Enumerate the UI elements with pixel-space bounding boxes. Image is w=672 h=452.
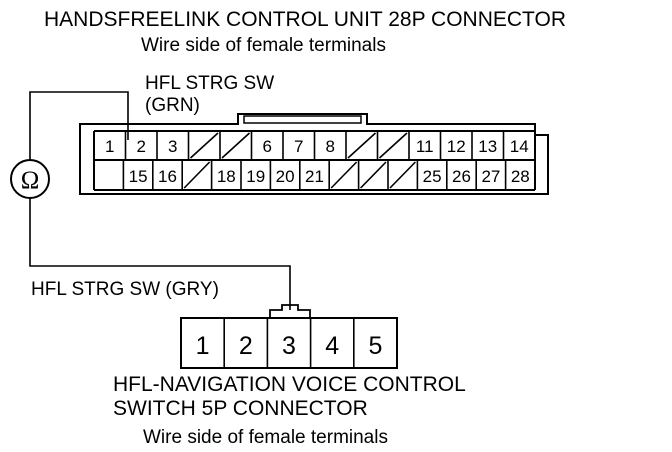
connector-5p-housing [180, 304, 398, 369]
pin-5p-3: 3 [282, 332, 296, 360]
pin-12: 12 [447, 137, 466, 156]
pin-2: 2 [137, 137, 146, 156]
empty-cavity-slash [330, 161, 358, 189]
ohmmeter-circle [10, 159, 50, 199]
pin-6: 6 [263, 137, 272, 156]
empty-cavity-slash [389, 161, 416, 189]
pin-14: 14 [510, 137, 529, 156]
pin-21: 21 [305, 167, 324, 186]
pin-16: 16 [158, 167, 177, 186]
pin-5p-2: 2 [239, 332, 253, 360]
pin-5p-5: 5 [368, 332, 382, 360]
connector-5p-title-line2: SWITCH 5P CONNECTOR [113, 397, 368, 420]
pin-5p-4: 4 [325, 332, 339, 360]
pin-20: 20 [276, 167, 295, 186]
wire-grn-color: (GRN) [145, 95, 200, 116]
wire-grn-label: HFL STRG SW [145, 73, 275, 94]
connector-5p-pin-numbers: 1 2 3 4 5 [196, 332, 383, 360]
pin-7: 7 [294, 137, 303, 156]
pin-11: 11 [416, 137, 434, 156]
pin-26: 26 [452, 167, 471, 186]
connector-5p-title-line1: HFL-NAVIGATION VOICE CONTROL [113, 373, 466, 396]
empty-cavity-slash [221, 132, 251, 159]
pin-8: 8 [326, 137, 335, 156]
connector-28p-subtitle: Wire side of female terminals [141, 35, 386, 56]
pin-15: 15 [129, 167, 148, 186]
pin-18: 18 [217, 167, 236, 186]
pin-13: 13 [478, 137, 497, 156]
wire-gry-label: HFL STRG SW (GRY) [31, 279, 219, 300]
pin-3: 3 [168, 137, 177, 156]
connector-5p-cavities [223, 318, 355, 368]
test-leads [10, 91, 291, 310]
empty-cavity-slash [189, 132, 219, 159]
connector-28p-cavities [122, 131, 507, 190]
empty-cavity-slash [360, 161, 387, 189]
empty-cavity-slash [378, 132, 408, 159]
ohm-icon: Ω [21, 167, 40, 194]
connector-28p-title: HANDSFREELINK CONTROL UNIT 28P CONNECTOR [44, 8, 566, 31]
pin-19: 19 [246, 167, 265, 186]
pin-27: 27 [481, 167, 500, 186]
empty-cavity-slash [183, 161, 211, 189]
pin-25: 25 [423, 167, 442, 186]
pin-28: 28 [511, 167, 530, 186]
pin-5p-1: 1 [196, 332, 210, 360]
connector-5p-subtitle: Wire side of female terminals [143, 427, 388, 448]
empty-cavity-slash [347, 132, 377, 159]
pin-1: 1 [105, 137, 114, 156]
